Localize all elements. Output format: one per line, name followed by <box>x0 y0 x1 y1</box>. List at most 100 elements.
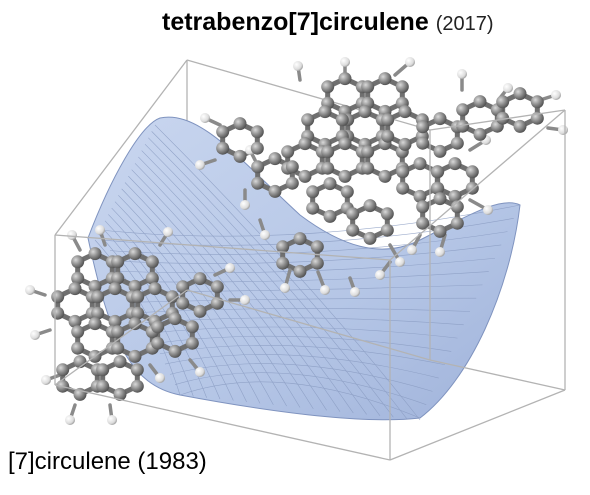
carbon-atom <box>473 95 487 109</box>
bottom-molecule-name: [7]circulene <box>8 448 131 475</box>
hydrogen-atom <box>435 247 445 257</box>
hydrogen-atom <box>225 263 235 273</box>
carbon-atom <box>361 145 375 159</box>
carbon-atom <box>185 320 199 334</box>
carbon-atom <box>378 72 392 86</box>
carbon-atom <box>268 152 282 166</box>
carbon-atom <box>68 282 82 296</box>
carbon-atom <box>128 279 142 293</box>
carbon-atom <box>395 80 409 94</box>
hydrogen-atom <box>95 225 105 235</box>
carbon-atom <box>456 103 470 117</box>
bottom-molecule-label: [7]circulene (1983) <box>8 450 207 474</box>
tetrabenzo-7-circulene-model <box>195 57 568 297</box>
carbon-atom <box>433 192 447 206</box>
carbon-atom <box>233 149 247 163</box>
carbon-atom <box>396 165 410 179</box>
grid-line <box>134 163 341 412</box>
carbon-atom <box>128 247 142 261</box>
carbon-atom <box>73 355 87 369</box>
hydrogen-atom <box>240 295 250 305</box>
carbon-atom <box>496 95 510 109</box>
hydrogen-atom <box>195 160 205 170</box>
carbon-atom <box>233 117 247 131</box>
hydrogen-atoms <box>195 57 568 297</box>
carbon-atom <box>108 282 122 296</box>
carbon-atom <box>380 223 394 237</box>
hydrogen-atom <box>405 57 415 67</box>
carbon-atom <box>473 127 487 141</box>
carbon-atom <box>433 144 447 158</box>
carbon-atom <box>111 255 125 269</box>
carbon-atom <box>306 201 320 215</box>
carbon-atom <box>216 141 230 155</box>
carbon-atom <box>378 169 392 183</box>
carbon-atom <box>513 119 527 133</box>
carbon-atom <box>318 105 332 119</box>
carbon-atom <box>51 290 65 304</box>
carbon-atom <box>250 141 264 155</box>
carbon-atom <box>321 161 335 175</box>
carbon-atom <box>293 264 307 278</box>
top-molecule-name: tetrabenzo[7]circulene <box>162 8 429 36</box>
carbon-atom <box>361 161 375 175</box>
carbon-atom <box>496 111 510 125</box>
carbon-atom <box>210 280 224 294</box>
carbon-atom <box>185 336 199 350</box>
grid-line <box>118 195 274 405</box>
hydrogen-atom <box>457 69 467 79</box>
carbon-atoms <box>216 72 544 278</box>
grid-line <box>149 326 458 339</box>
carbon-atom <box>216 125 230 139</box>
carbon-atom <box>130 363 144 377</box>
carbon-atom <box>298 137 312 151</box>
hydrogen-atom <box>65 415 75 425</box>
carbon-atom <box>151 336 165 350</box>
top-molecule-year: (2017) <box>435 13 494 35</box>
carbon-atom <box>416 136 430 150</box>
carbon-atom <box>323 177 337 191</box>
hydrogen-atom <box>395 257 405 267</box>
hydrogen-atom <box>375 270 385 280</box>
carbon-atom <box>448 157 462 171</box>
carbon-atom <box>111 341 125 355</box>
carbon-atom <box>431 165 445 179</box>
carbon-atom <box>168 344 182 358</box>
grid-line <box>98 233 194 397</box>
grid-line <box>109 231 508 255</box>
hydrogen-atom <box>107 415 117 425</box>
carbon-atom <box>448 189 462 203</box>
grid-line <box>114 201 261 404</box>
hydrogen-atoms <box>25 225 250 425</box>
carbon-atom <box>530 95 544 109</box>
carbon-atom <box>281 145 295 159</box>
carbon-atom <box>251 176 265 190</box>
carbon-atom <box>113 355 127 369</box>
carbon-atom <box>293 232 307 246</box>
carbon-atom <box>68 314 82 328</box>
grid-line <box>138 156 354 414</box>
carbon-atom <box>131 306 145 320</box>
carbon-atom <box>450 216 464 230</box>
hydrogen-atom <box>483 205 493 215</box>
carbon-atom <box>96 363 110 377</box>
carbon-atom <box>380 207 394 221</box>
7-circulene-model <box>25 225 250 425</box>
carbon-atom <box>168 312 182 326</box>
carbon-atom <box>71 271 85 285</box>
carbon-atom <box>450 200 464 214</box>
grid-line <box>141 150 367 415</box>
carbon-atom <box>310 256 324 270</box>
carbon-atom <box>111 271 125 285</box>
hydrogen-atom <box>558 125 568 135</box>
hydrogen-atom <box>551 90 561 100</box>
hydrogen-atom <box>67 230 77 240</box>
carbon-atom <box>276 240 290 254</box>
grid-line <box>148 137 394 418</box>
carbon-atom <box>176 280 190 294</box>
carbon-atom <box>108 314 122 328</box>
carbon-atom <box>310 240 324 254</box>
carbon-atom <box>193 272 207 286</box>
hydrogen-atom <box>200 113 210 123</box>
